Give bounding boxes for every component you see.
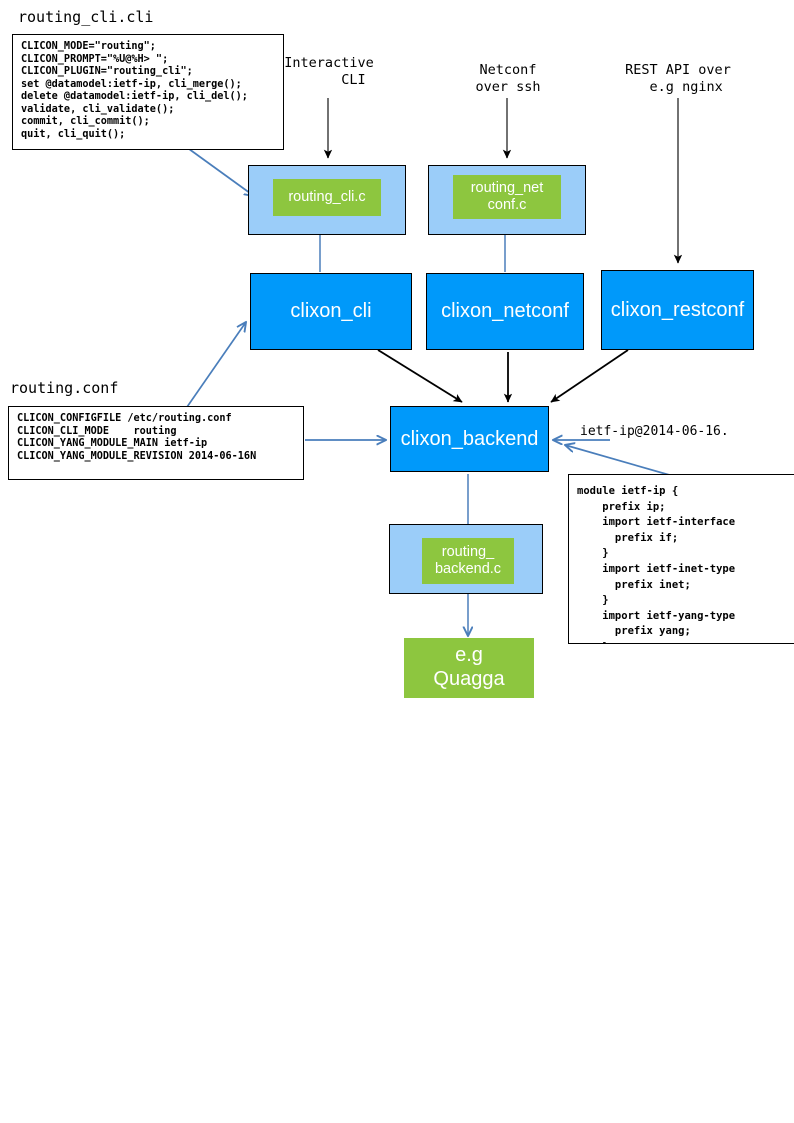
node-quagga: e.g Quagga — [404, 638, 534, 698]
plugin-routing-backend-c: routing_ backend.c — [422, 538, 514, 584]
node-clixon-netconf: clixon_netconf — [426, 273, 584, 350]
code-box-routing-conf: CLICON_CONFIGFILE /etc/routing.conf CLIC… — [8, 406, 304, 480]
container-routing-cli-plugin: routing_cli.c — [248, 165, 406, 235]
code-box-routing-cli-cli: CLICON_MODE="routing"; CLICON_PROMPT="%U… — [12, 34, 284, 150]
code-text-ietf-ip-yang: module ietf-ip { prefix ip; import ietf-… — [577, 485, 736, 643]
label-routing-conf: routing.conf — [10, 379, 119, 397]
plugin-routing-cli-c: routing_cli.c — [273, 179, 381, 216]
node-clixon-cli: clixon_cli — [250, 273, 412, 350]
label-ietf-ip-yang: ietf-ip@2014-06-16. — [580, 424, 729, 439]
annotation-rest-api: REST API over e.g nginx — [625, 62, 731, 95]
node-clixon-restconf: clixon_restconf — [601, 270, 754, 350]
arrow-clixon-restconf-to-backend — [550, 349, 629, 403]
annotation-netconf-over-ssh: Netconf over ssh — [475, 62, 541, 95]
container-routing-netconf-plugin: routing_net conf.c — [428, 165, 586, 235]
arrow-clixon-cli-to-backend — [377, 349, 463, 403]
annotation-interactive-cli: Interactive CLI — [284, 55, 374, 88]
code-box-ietf-ip-yang: module ietf-ip { prefix ip; import ietf-… — [568, 474, 794, 644]
node-clixon-backend: clixon_backend — [390, 406, 549, 472]
plugin-routing-netconf-c: routing_net conf.c — [453, 175, 561, 219]
container-routing-backend-plugin: routing_ backend.c — [389, 524, 543, 594]
label-routing-cli-cli: routing_cli.cli — [18, 8, 154, 26]
code-text-routing-cli-cli: CLICON_MODE="routing"; CLICON_PROMPT="%U… — [21, 41, 248, 140]
code-text-routing-conf: CLICON_CONFIGFILE /etc/routing.conf CLIC… — [17, 413, 257, 462]
